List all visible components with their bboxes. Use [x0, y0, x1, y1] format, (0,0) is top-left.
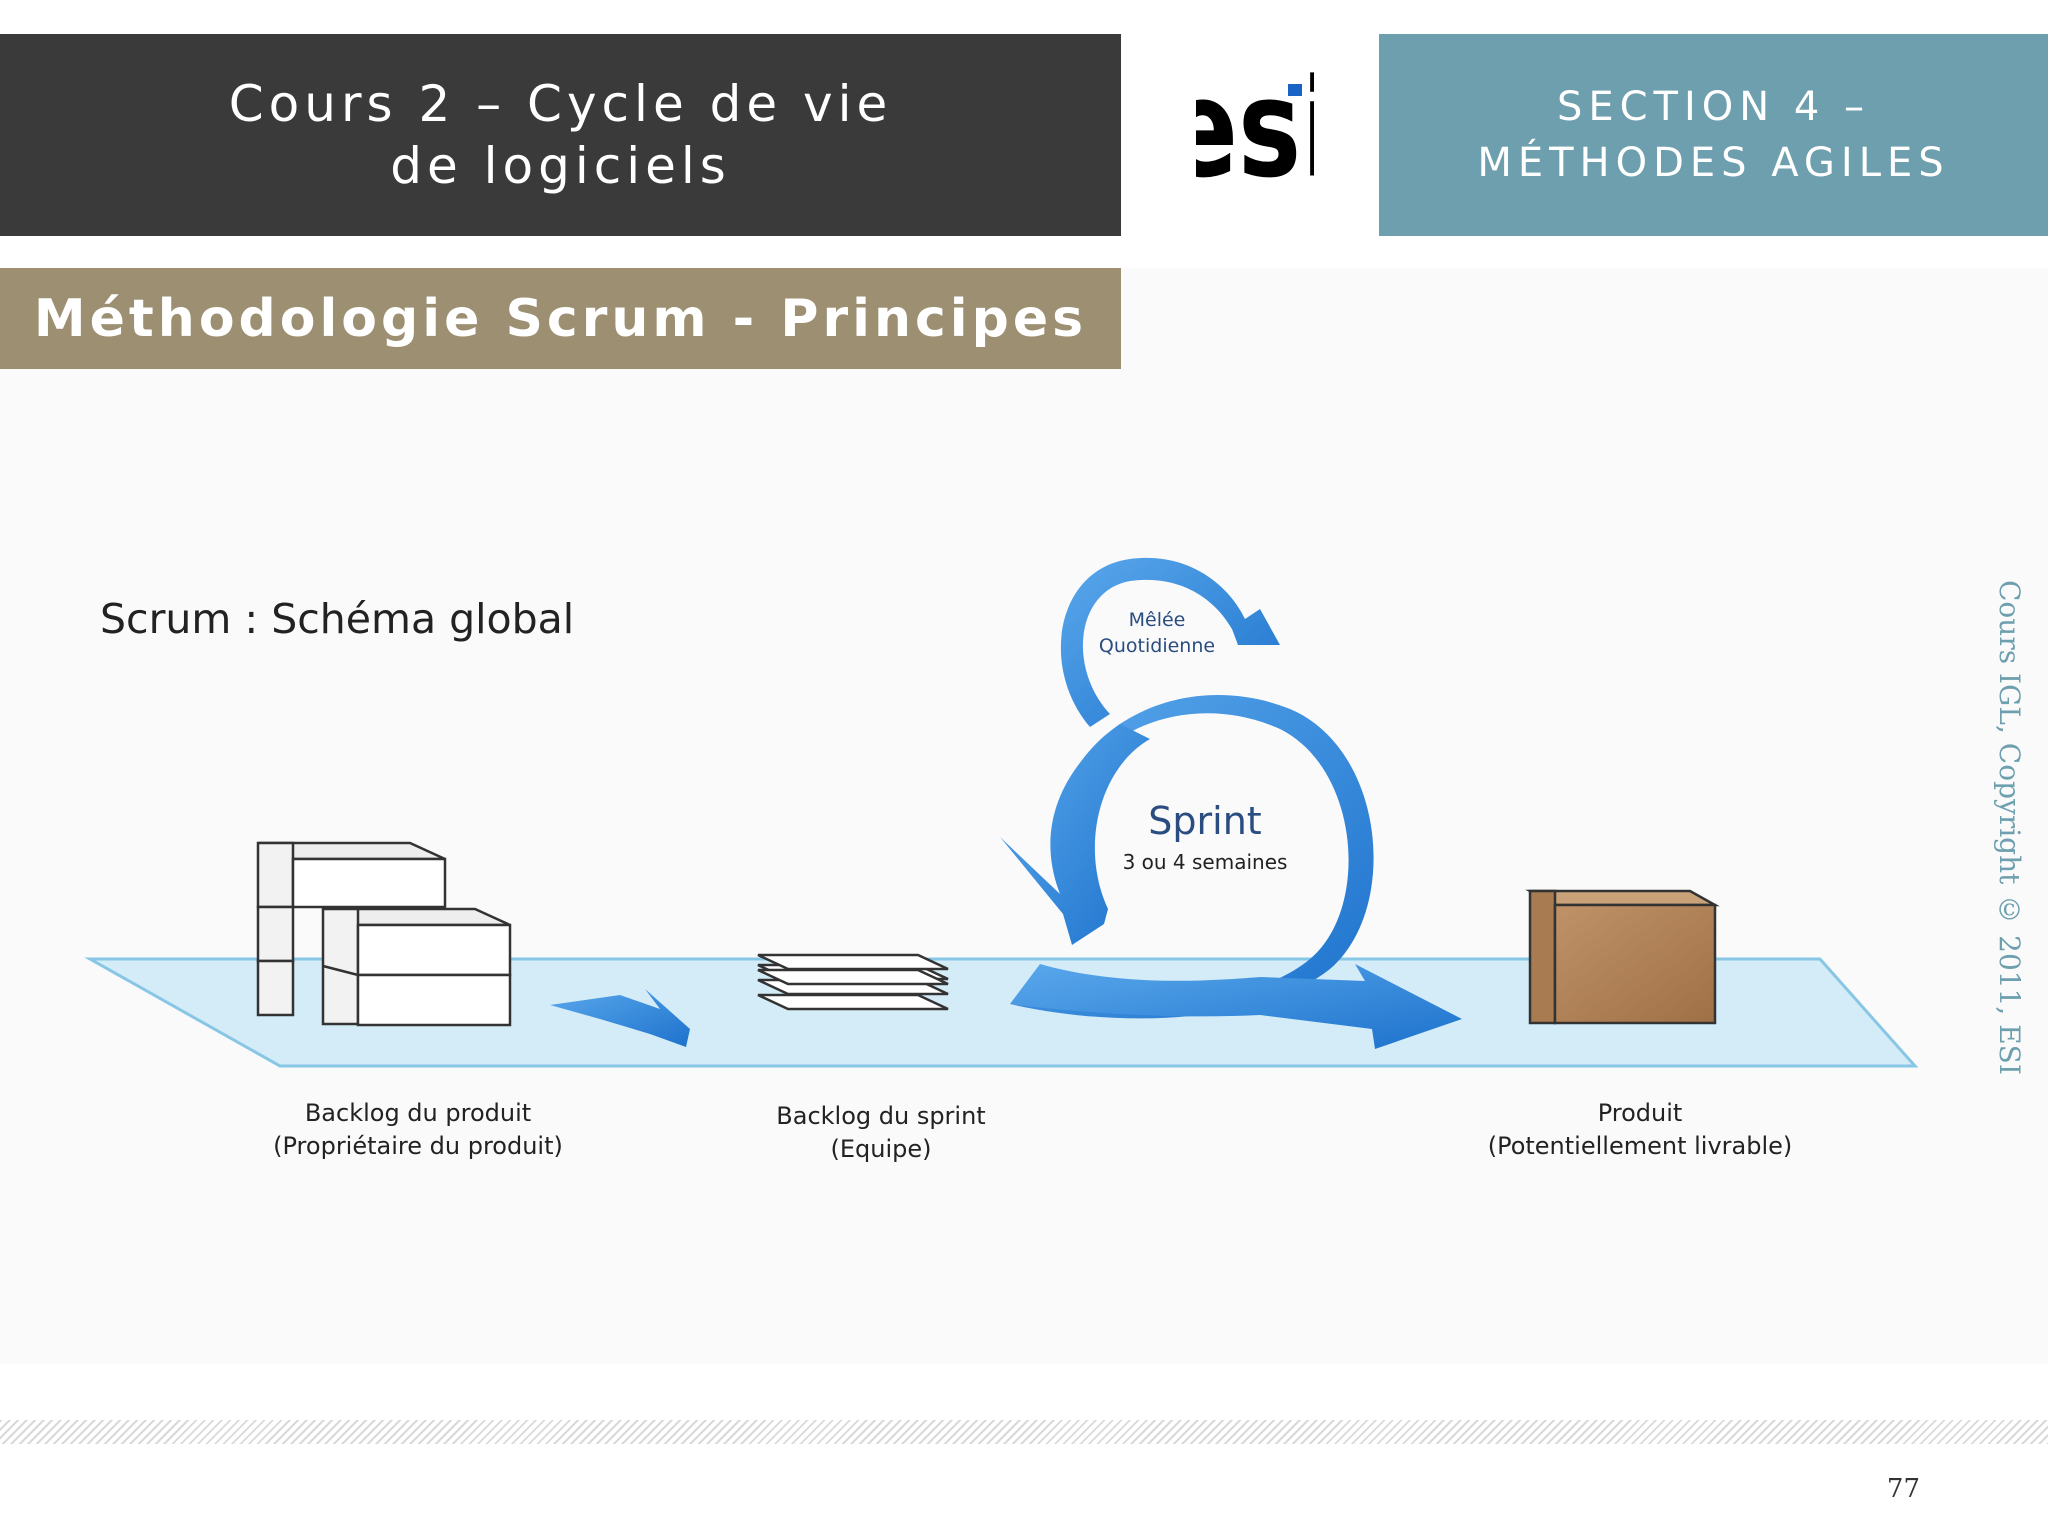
course-title: Cours 2 – Cycle de vie de logiciels [228, 75, 893, 195]
scrum-diagram: Scrum : Schéma global Mêlée Quotidienne … [84, 557, 1919, 1163]
daily-scrum-label-line2: Quotidienne [1099, 635, 1215, 657]
footer-divider [0, 1420, 2048, 1444]
sprint-duration: 3 ou 4 semaines [1123, 850, 1288, 874]
sprint-return-arrow-icon [1000, 724, 1150, 945]
arrow-icon [550, 989, 690, 1047]
sprint-backlog-label-line1: Backlog du sprint [776, 1102, 985, 1130]
page-number: 77 [1886, 1474, 1920, 1504]
copyright-notice: Cours IGL, Copyright © 2011, ESI [1993, 580, 2026, 1075]
platform [84, 957, 1919, 1068]
section-title: SECTION 4 – MÉTHODES AGILES [1477, 84, 1950, 186]
sprint-backlog-papers-icon [757, 953, 949, 1011]
slide-title: Méthodologie Scrum - Principes [33, 288, 1088, 349]
daily-scrum-arrow-icon [1060, 557, 1280, 727]
product-label-line2: (Potentiellement livrable) [1488, 1132, 1793, 1160]
sprint-backlog-label-line2: (Equipe) [830, 1135, 931, 1163]
esi-logo: esi [1196, 72, 1314, 197]
diagram-title: Scrum : Schéma global [100, 595, 574, 643]
sprint-label: Sprint [1148, 799, 1261, 843]
sprint-exit-arrow-icon [1010, 964, 1462, 1049]
daily-scrum-label-line1: Mêlée [1129, 609, 1186, 631]
course-title-banner: Cours 2 – Cycle de vie de logiciels [0, 34, 1121, 236]
product-backlog-label-line2: (Propriétaire du produit) [273, 1132, 563, 1160]
slide-title-banner: Méthodologie Scrum - Principes [0, 268, 1121, 369]
product-backlog-boxes-icon [256, 841, 512, 1027]
esi-logo-text: esi [1196, 72, 1314, 197]
product-box-icon [1525, 889, 1720, 1025]
section-banner: SECTION 4 – MÉTHODES AGILES [1379, 34, 2048, 236]
product-label-line1: Produit [1598, 1099, 1683, 1127]
product-backlog-label-line1: Backlog du produit [305, 1099, 531, 1127]
